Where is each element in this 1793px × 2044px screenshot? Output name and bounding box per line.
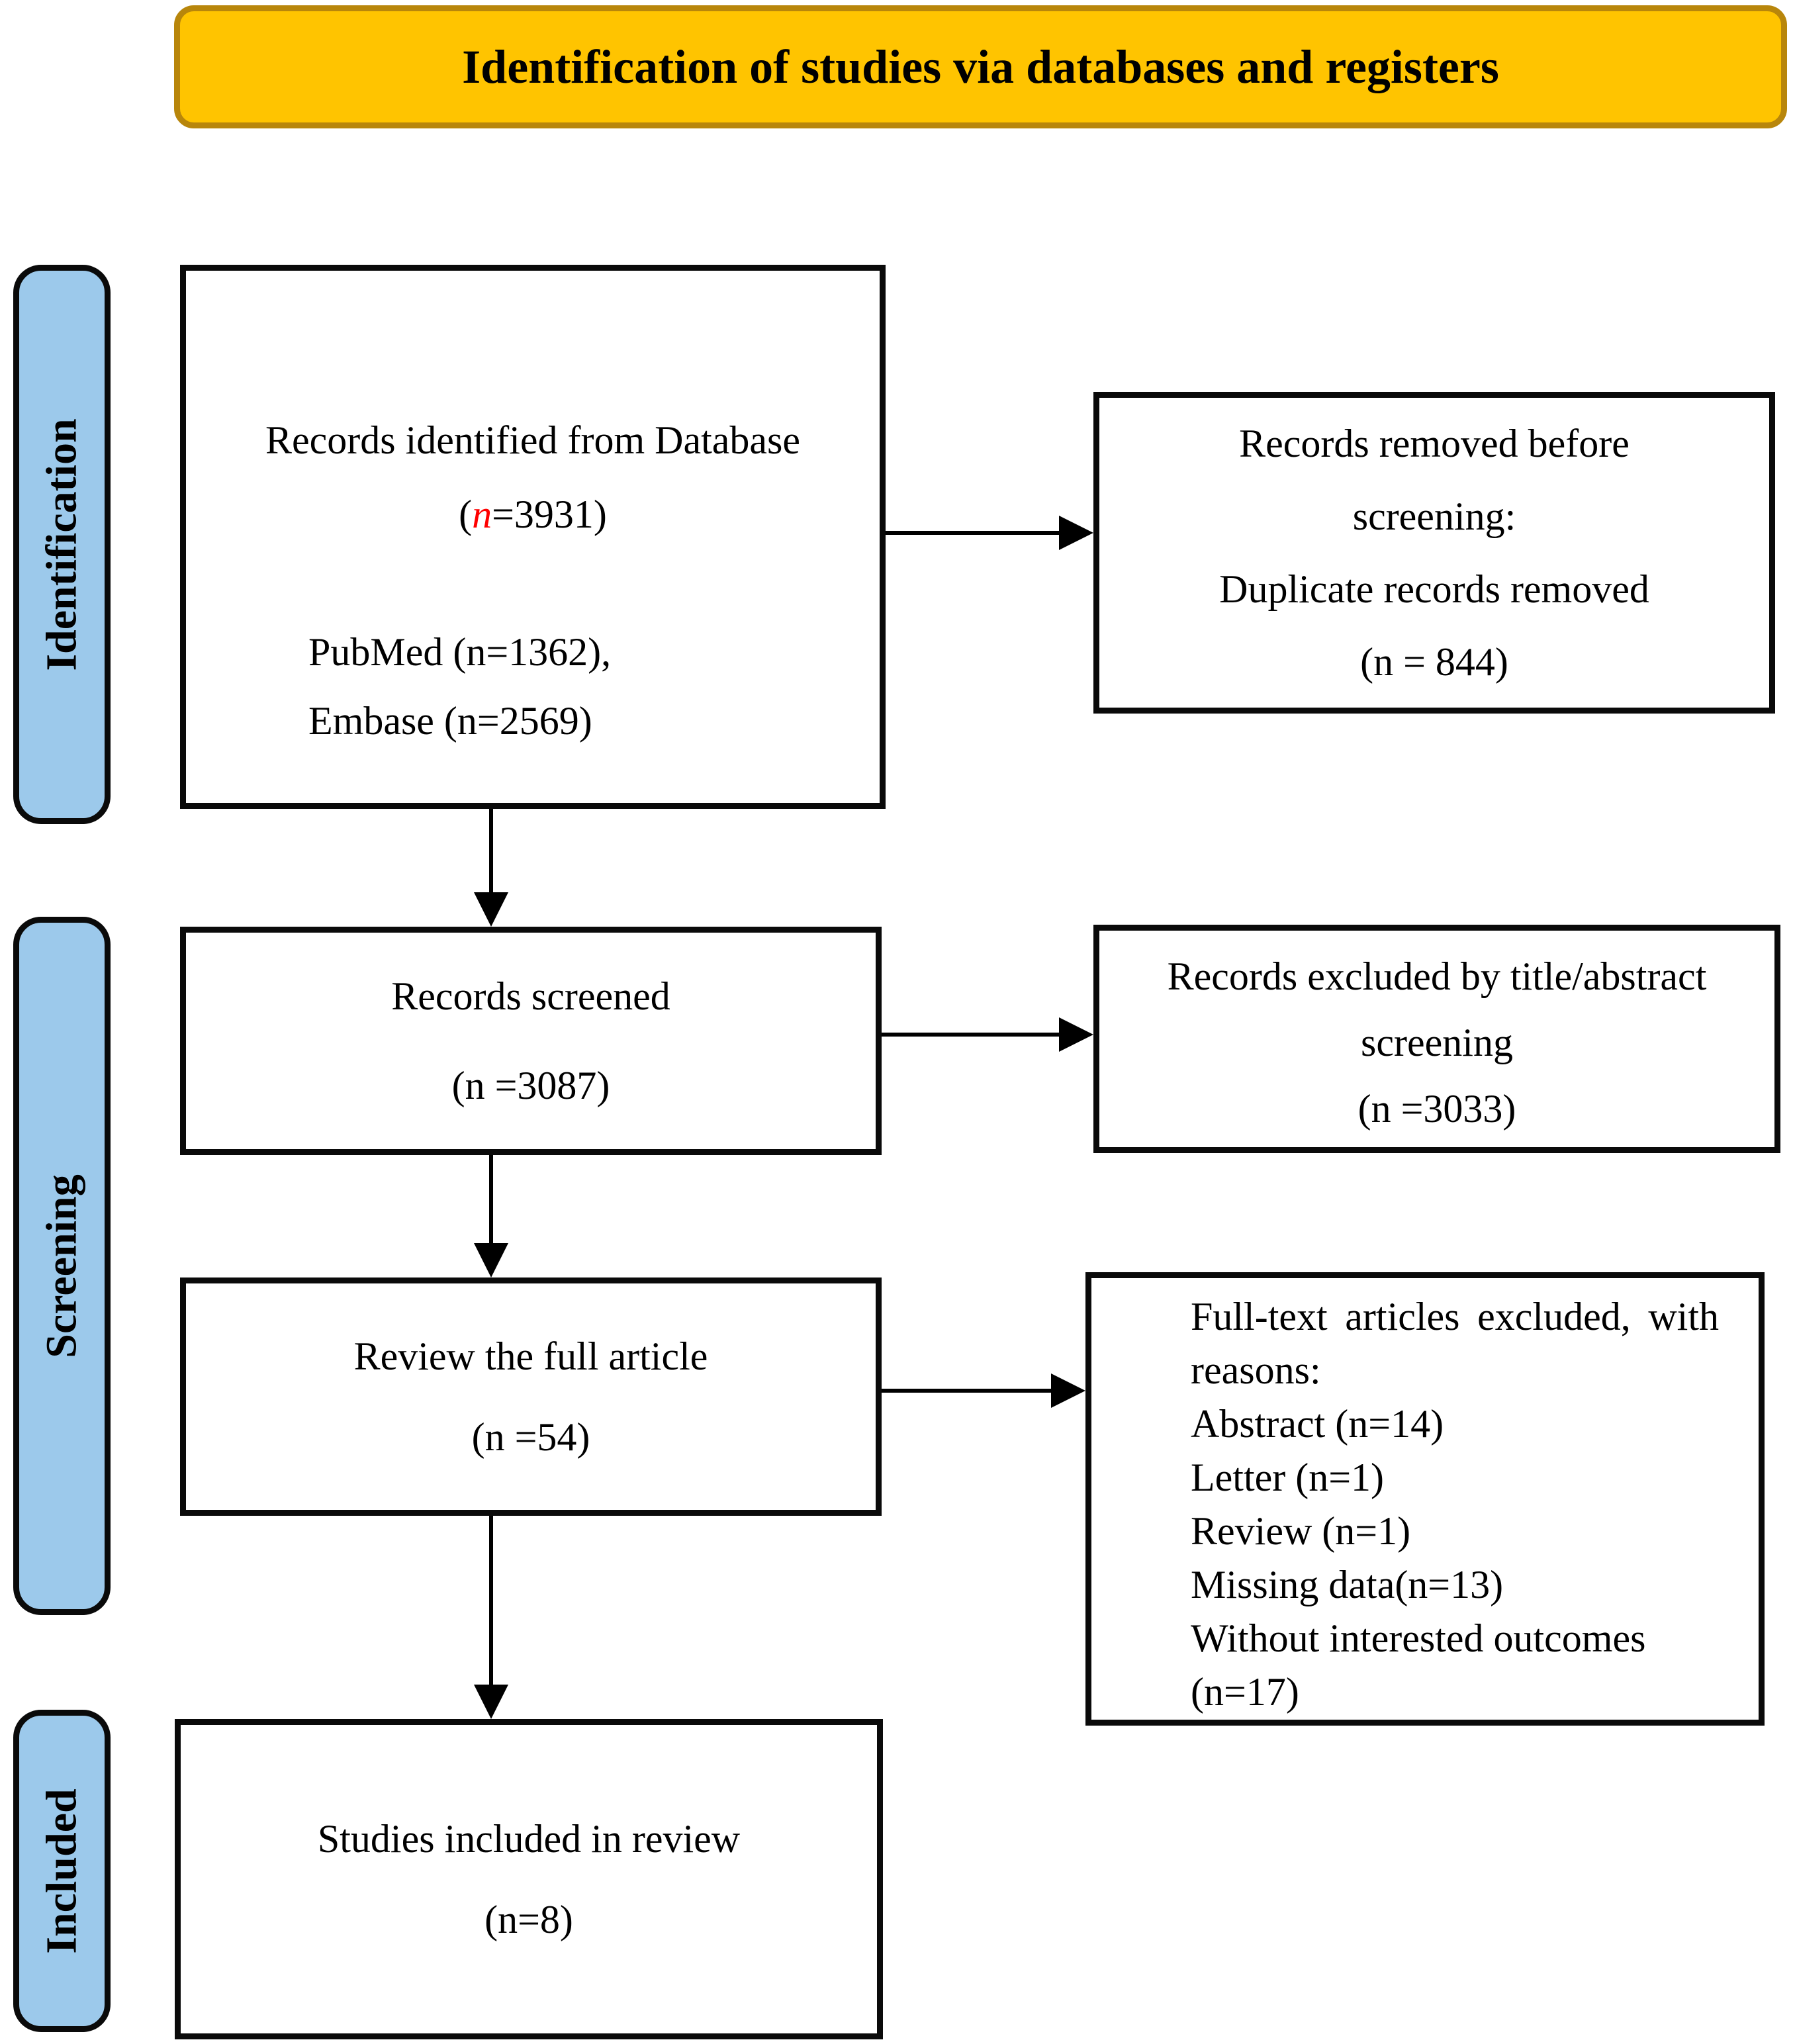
phase-tab-identification: Identification bbox=[13, 265, 111, 824]
arrow-fullarticle-to-included-line bbox=[489, 1516, 493, 1686]
fulltext-excluded-reason-review: Review (n=1) bbox=[1191, 1509, 1411, 1553]
records-removed-count: (n = 844) bbox=[1360, 640, 1508, 684]
arrow-screened-to-excluded-head-icon bbox=[1059, 1017, 1093, 1052]
arrow-identified-to-screened-line bbox=[489, 809, 493, 894]
records-excluded-count: (n =3033) bbox=[1357, 1086, 1516, 1131]
records-removed-line1: Records removed before bbox=[1239, 422, 1630, 465]
box-records-identified: Records identified from Database (n=3931… bbox=[180, 265, 886, 809]
red-n: n bbox=[472, 492, 492, 536]
records-excluded-line1: Records excluded by title/abstract bbox=[1167, 954, 1707, 998]
full-article-line1: Review the full article bbox=[353, 1334, 708, 1378]
arrow-identified-to-removed-head-icon bbox=[1059, 516, 1093, 550]
source-embase: Embase (n=2569) bbox=[308, 699, 592, 743]
source-pubmed: PubMed (n=1362), bbox=[308, 630, 612, 674]
fulltext-excluded-reason-letter: Letter (n=1) bbox=[1191, 1456, 1385, 1499]
box-fulltext-excluded: Full-text articles excluded, with reason… bbox=[1085, 1272, 1765, 1726]
banner-title-text: Identification of studies via databases … bbox=[462, 40, 1499, 93]
fulltext-excluded-reason-outcomes: Without interested outcomes bbox=[1191, 1616, 1646, 1660]
records-identified-title: Records identified from Database (n=3931… bbox=[186, 403, 880, 551]
box-records-removed: Records removed before screening: Duplic… bbox=[1093, 392, 1775, 714]
phase-tab-screening: Screening bbox=[13, 917, 111, 1615]
records-identified-count: (n=3931) bbox=[459, 492, 607, 536]
arrow-fullarticle-to-ftexcluded-line bbox=[882, 1389, 1051, 1393]
phase-tab-screening-label: Screening bbox=[37, 1174, 86, 1358]
phase-tab-identification-label: Identification bbox=[37, 418, 86, 671]
fulltext-excluded-reason-missing: Missing data(n=13) bbox=[1191, 1563, 1504, 1606]
arrow-screened-to-fullarticle-line bbox=[489, 1155, 493, 1244]
arrow-screened-to-fullarticle-head-icon bbox=[474, 1243, 508, 1278]
arrow-identified-to-screened-head-icon bbox=[474, 892, 508, 927]
studies-included-count: (n=8) bbox=[484, 1898, 573, 1941]
records-excluded-line2: screening bbox=[1361, 1020, 1513, 1064]
records-screened-line1: Records screened bbox=[391, 974, 670, 1018]
phase-tab-included: Included bbox=[13, 1710, 111, 2032]
full-article-count: (n =54) bbox=[471, 1415, 590, 1459]
box-studies-included: Studies included in review (n=8) bbox=[175, 1719, 883, 2039]
banner-title: Identification of studies via databases … bbox=[174, 5, 1787, 128]
arrow-screened-to-excluded-line bbox=[882, 1033, 1059, 1037]
arrow-identified-to-removed-line bbox=[886, 531, 1059, 535]
records-removed-line3: Duplicate records removed bbox=[1219, 567, 1649, 611]
arrow-fullarticle-to-ftexcluded-head-icon bbox=[1051, 1373, 1085, 1408]
fulltext-excluded-line2: reasons: bbox=[1191, 1348, 1321, 1392]
records-removed-line2: screening: bbox=[1352, 494, 1516, 538]
fulltext-excluded-reason-abstract: Abstract (n=14) bbox=[1191, 1402, 1444, 1446]
records-screened-count: (n =3087) bbox=[451, 1063, 610, 1107]
records-identified-sources: PubMed (n=1362), Embase (n=2569) bbox=[186, 618, 880, 755]
records-identified-line1: Records identified from Database bbox=[265, 418, 801, 462]
fulltext-excluded-count: (n=17) bbox=[1191, 1670, 1299, 1714]
box-records-excluded: Records excluded by title/abstract scree… bbox=[1093, 925, 1780, 1153]
phase-tab-included-label: Included bbox=[37, 1788, 86, 1954]
box-full-article: Review the full article (n =54) bbox=[180, 1278, 882, 1516]
arrow-fullarticle-to-included-head-icon bbox=[474, 1685, 508, 1719]
fulltext-excluded-line1: Full-text articles excluded, with bbox=[1191, 1295, 1719, 1338]
studies-included-line1: Studies included in review bbox=[317, 1817, 741, 1861]
box-records-screened: Records screened (n =3087) bbox=[180, 927, 882, 1155]
